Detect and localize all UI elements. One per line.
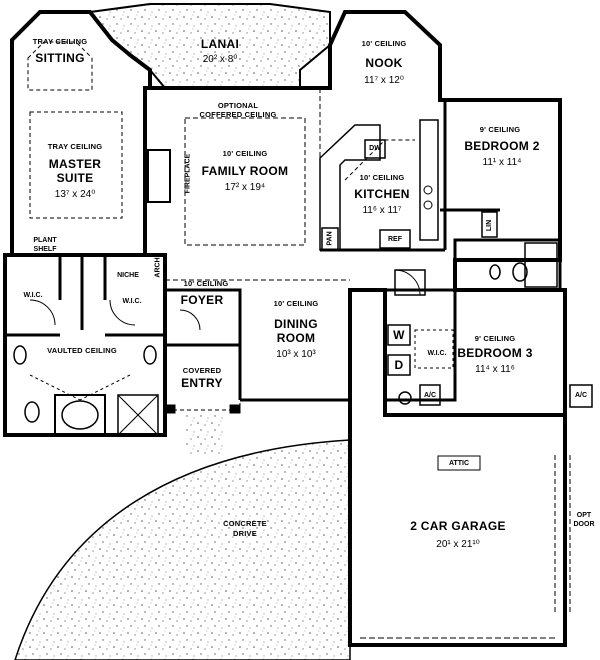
refrigerator-tag: REF	[388, 236, 402, 243]
niche-tag: NICHE	[117, 272, 139, 279]
kitchen-name: KITCHEN	[354, 187, 410, 201]
bedroom2-dims: 11¹ x 11⁴	[482, 157, 522, 168]
fireplace	[147, 149, 171, 203]
dryer-tag: D	[394, 358, 404, 372]
drive-line1: CONCRETE	[223, 519, 267, 528]
bedroom2-name: BEDROOM 2	[464, 139, 540, 153]
master-name-line2: SUITE	[56, 171, 94, 185]
kitchen-dims: 11⁶ x 11⁷	[362, 205, 402, 216]
family-dims: 17² x 19⁴	[224, 182, 266, 193]
coffered-ceiling	[184, 117, 306, 246]
covered-entry	[164, 344, 241, 411]
opt-door-line2: DOOR	[573, 521, 595, 528]
foyer-ceiling: 10' CEILING	[183, 279, 229, 288]
foyer-name: FOYER	[180, 293, 224, 307]
bath-name: VAULTED CEILING	[47, 346, 117, 355]
plant-shelf-line1: PLANT	[33, 237, 57, 244]
plant-shelf-line2: SHELF	[33, 246, 57, 253]
family-note-line2: COFFERED CEILING	[199, 110, 277, 119]
garage-dims: 20¹ x 21¹⁰	[436, 539, 480, 550]
bedroom2-ceiling: 9' CEILING	[479, 125, 521, 134]
nook-ceiling: 10' CEILING	[361, 39, 407, 48]
master-name-line1: MASTER	[48, 157, 102, 171]
family-note-line1: OPTIONAL	[217, 101, 259, 110]
sitting-ceiling: TRAY CEILING	[32, 37, 88, 46]
wic-bedroom3-tag: W.I.C.	[427, 350, 447, 357]
bedroom3-dims: 11⁴ x 11⁶	[475, 364, 515, 375]
front-walk	[185, 412, 225, 457]
sitting-bay	[27, 41, 93, 91]
arch-tag: ARCH	[154, 257, 162, 278]
dishwasher-tag: DW	[369, 145, 381, 152]
bedroom3-name: BEDROOM 3	[457, 346, 533, 360]
ac-garage-tag: A/C	[423, 392, 437, 399]
entry-line1: COVERED	[182, 366, 222, 375]
wic-left-tag: W.I.C.	[23, 292, 43, 299]
drive-line2: DRIVE	[233, 529, 257, 538]
dining-ceiling: 10' CEILING	[273, 299, 319, 308]
dining-name-line1: DINING	[274, 317, 318, 331]
ac-exterior-tag: A/C	[574, 392, 588, 399]
nook-name: NOOK	[365, 56, 403, 70]
master-ceiling: TRAY CEILING	[47, 142, 103, 151]
family-name: FAMILY ROOM	[201, 164, 289, 178]
attic-tag: ATTIC	[448, 460, 470, 467]
driveway	[14, 439, 351, 660]
washer-tag: W	[393, 328, 405, 342]
bathtub	[54, 394, 106, 436]
dining-name-line2: ROOM	[276, 331, 316, 345]
sitting-name: SITTING	[35, 51, 85, 65]
garage-wall	[348, 288, 567, 647]
master-dims: 13⁷ x 24⁰	[54, 189, 96, 200]
bath-wall	[3, 253, 167, 437]
pantry-tag: PAN	[326, 231, 334, 246]
family-ceiling: 10' CEILING	[222, 149, 268, 158]
lanai-dims: 20² x 8⁰	[202, 54, 238, 65]
wic-right-tag: W.I.C.	[122, 298, 142, 305]
master-tray	[29, 111, 123, 219]
nook-dims: 11⁷ x 12⁰	[364, 75, 404, 86]
linen-tag: LIN	[486, 219, 494, 232]
kitchen-ceiling: 10' CEILING	[359, 173, 405, 182]
fireplace-tag: FIREPLACE	[184, 153, 192, 194]
garage-name: 2 CAR GARAGE	[410, 519, 506, 533]
bedroom3-ceiling: 9' CEILING	[474, 334, 516, 343]
entry-line2: ENTRY	[181, 376, 223, 390]
dining-dims: 10³ x 10³	[276, 349, 316, 360]
opt-door-line1: OPT	[576, 512, 592, 519]
lanai-name: LANAI	[200, 37, 240, 51]
